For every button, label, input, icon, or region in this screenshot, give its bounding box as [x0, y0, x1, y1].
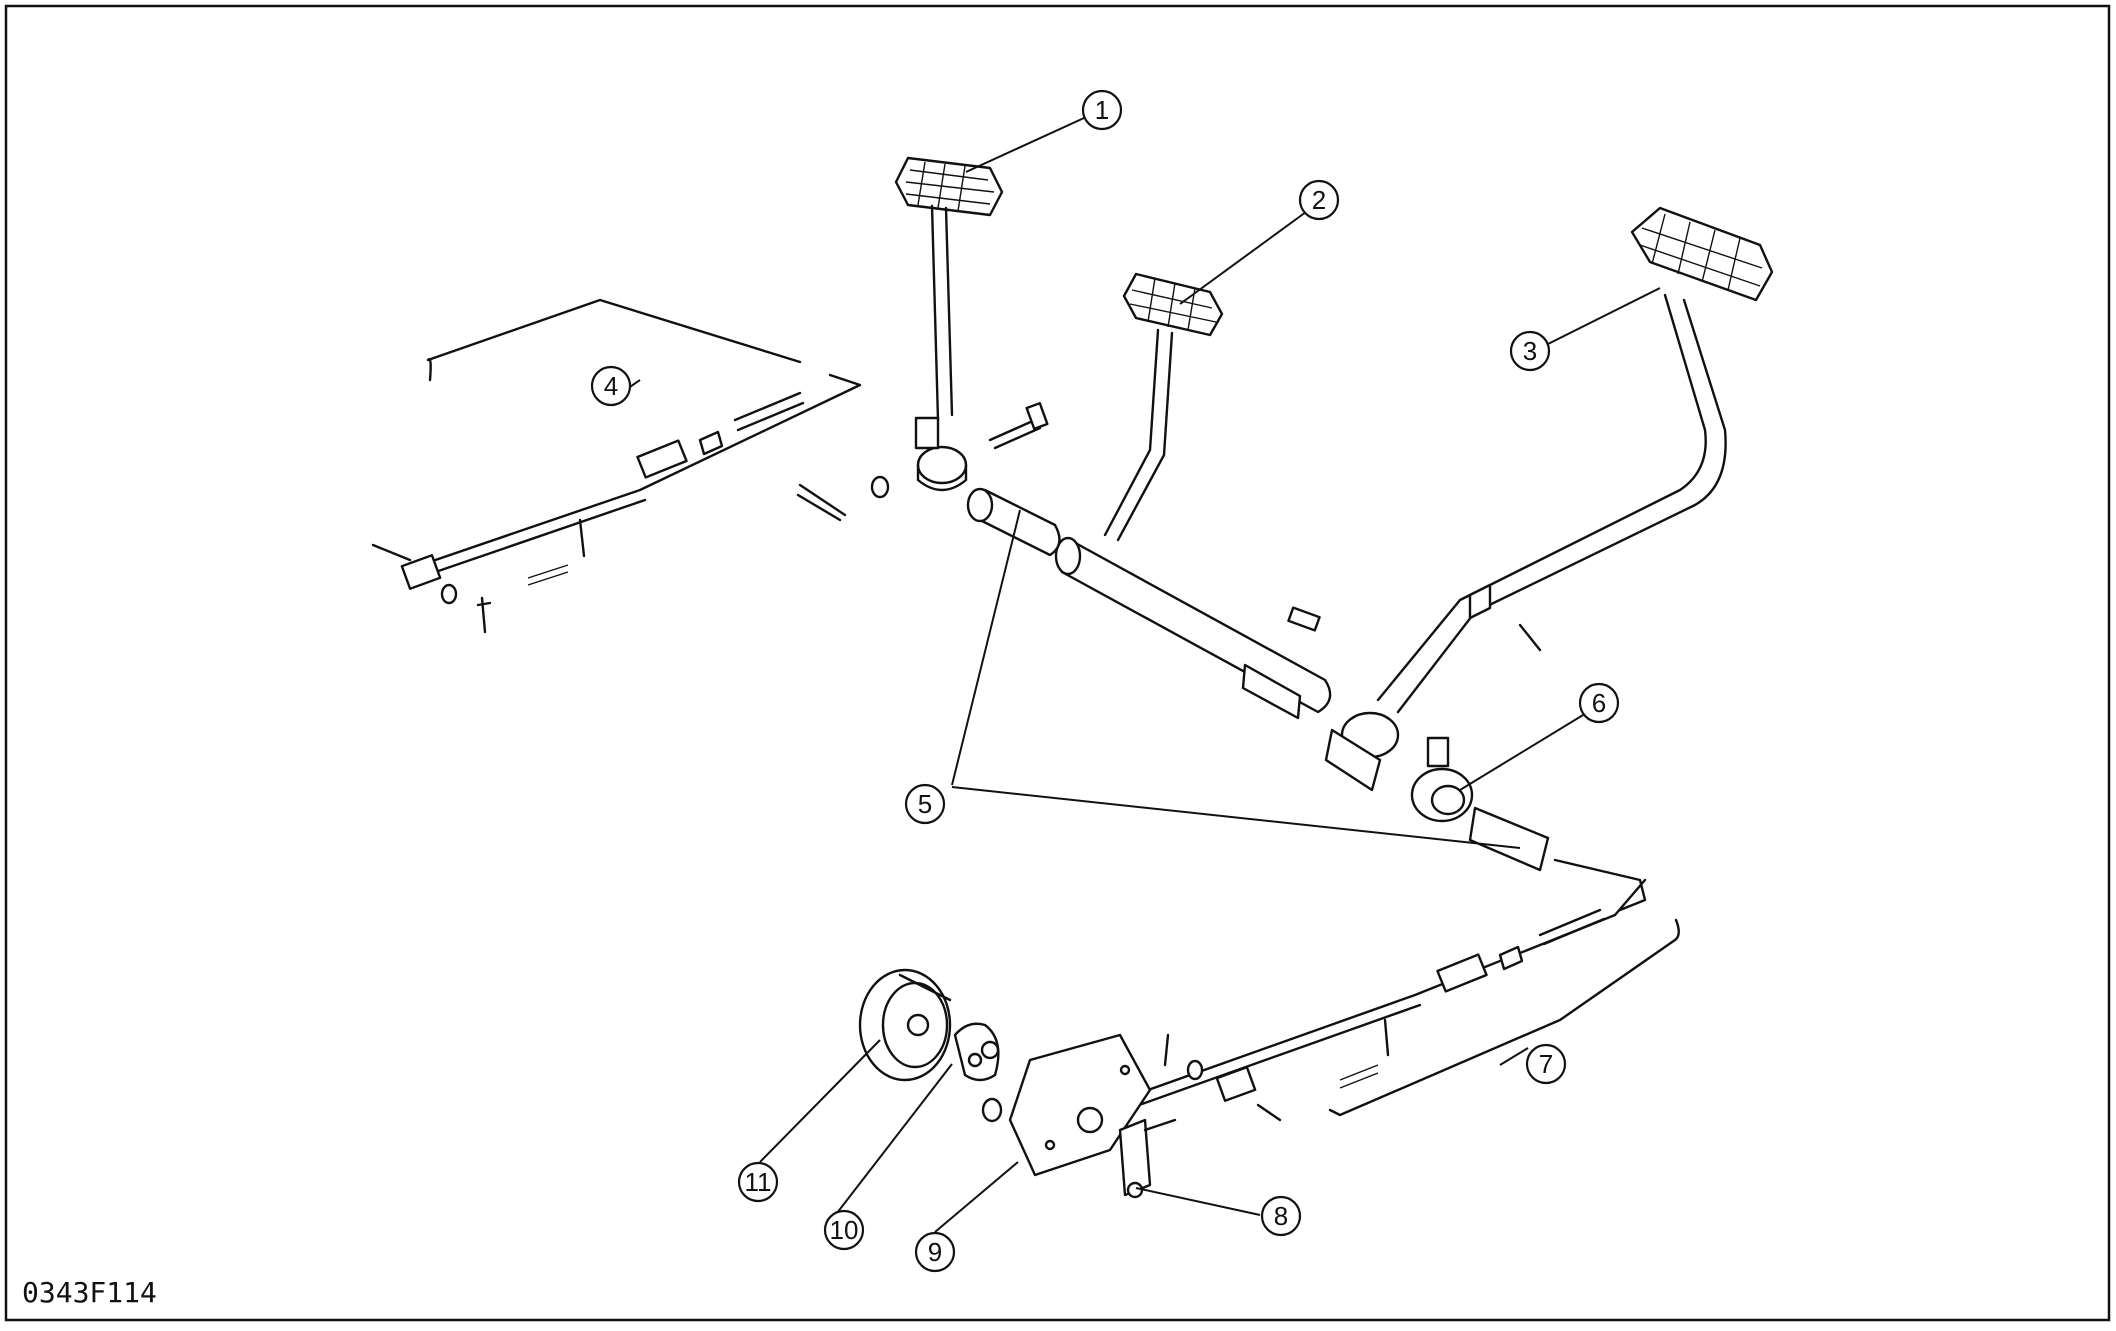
brake-plate-9 — [981, 1033, 1152, 1177]
svg-text:1: 1 — [1095, 95, 1109, 125]
svg-text:3: 3 — [1523, 336, 1537, 366]
callout-6: 6 — [1578, 682, 1620, 724]
callout-9: 9 — [914, 1231, 956, 1273]
brake-shoe-10 — [953, 1022, 1000, 1082]
callout-1: 1 — [1081, 89, 1123, 131]
callout-10: 10 — [823, 1209, 865, 1251]
leader-lines — [610, 117, 1661, 1233]
callout-8: 8 — [1260, 1195, 1302, 1237]
svg-text:7: 7 — [1539, 1049, 1553, 1079]
svg-text:8: 8 — [1274, 1201, 1288, 1231]
pedal-shaft — [796, 402, 1332, 720]
callout-4: 4 — [590, 365, 632, 407]
svg-text:5: 5 — [918, 789, 932, 819]
svg-text:11: 11 — [745, 1167, 772, 1197]
figure-frame — [4, 4, 2111, 1322]
svg-text:2: 2 — [1312, 185, 1326, 215]
callout-2: 2 — [1298, 179, 1340, 221]
callout-3: 3 — [1509, 330, 1551, 372]
brake-drum-11 — [858, 968, 952, 1082]
pedal-boss-6 — [1410, 736, 1647, 912]
callout-7: 7 — [1525, 1043, 1567, 1085]
svg-text:4: 4 — [604, 371, 618, 401]
svg-text:10: 10 — [830, 1215, 859, 1245]
figure-code: 0343F114 — [22, 1276, 157, 1309]
callout-11: 11 — [737, 1161, 779, 1203]
pedal-2 — [1103, 272, 1224, 542]
svg-text:9: 9 — [928, 1237, 942, 1267]
callout-5: 5 — [904, 783, 946, 825]
rod-assembly-7 — [1118, 878, 1680, 1122]
pedal-1 — [894, 156, 1004, 492]
rod-assembly-4 — [371, 298, 862, 634]
svg-text:6: 6 — [1592, 688, 1606, 718]
brake-lever-8 — [1118, 1118, 1177, 1199]
pedal-3 — [1324, 206, 1774, 792]
